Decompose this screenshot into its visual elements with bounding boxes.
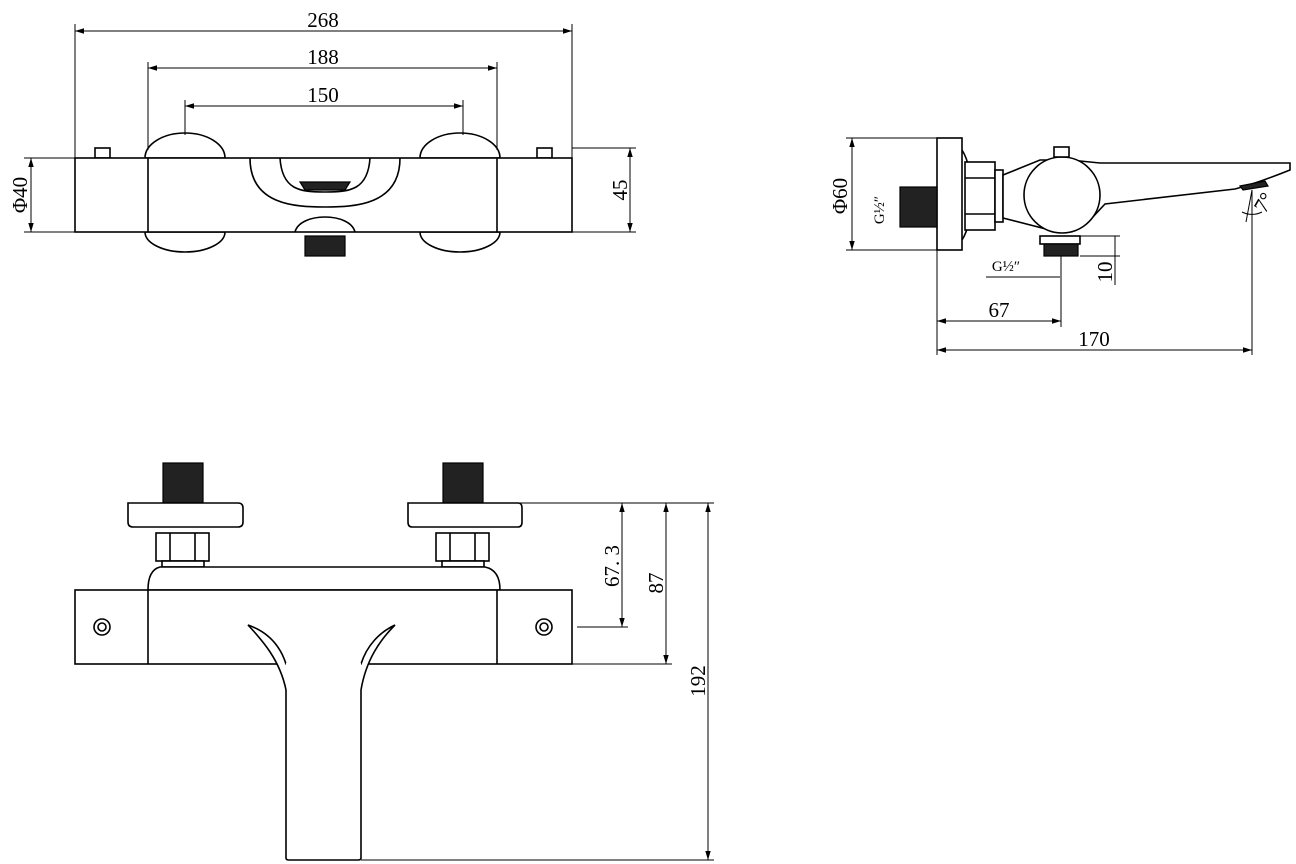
side-outlet-thread [1043,243,1079,257]
front-view: 268 188 150 Φ40 45 [8,8,636,257]
front-outlet-thread [304,235,346,257]
dim-projection: 170 [1078,327,1110,351]
top-left-inlet-thread [162,462,204,504]
dim-body-to-wall: 87 [644,573,668,594]
dim-outlet-offset: 67 [989,298,1010,322]
wall-flange [936,137,963,251]
left-screw-hole [93,618,111,636]
top-right-nut [435,532,490,562]
dim-body-depth: 45 [608,180,632,201]
dim-overall-width: 268 [307,8,339,32]
front-body [74,157,573,233]
dim-outlet-thread: G½″ [992,259,1020,275]
dim-spout-reach: 192 [686,665,710,697]
dim-spout-angle: 7° [1249,188,1279,216]
dim-inlet-thread: G½″ [872,196,888,224]
side-view: Φ60 G½″ G½″ 10 67 170 7° [828,137,1291,355]
right-cap [536,147,553,159]
top-bridge [147,566,501,591]
right-handle-top [419,132,501,159]
left-cap [94,147,111,159]
left-handle-bottom [144,231,226,253]
side-inlet-thread [899,186,938,228]
top-body [74,589,573,665]
side-handle [1023,156,1101,234]
top-right-inlet-thread [442,462,484,504]
dim-outlet-height: 10 [1093,262,1117,283]
center-recess [249,157,401,208]
right-handle-bottom [419,231,501,253]
right-screw-hole [535,618,553,636]
top-left-flange [127,502,244,528]
dim-body-diameter: Φ40 [8,177,32,213]
side-nut [964,161,996,231]
dim-flange-diameter: Φ60 [828,178,852,214]
dim-inlet-centres: 150 [307,83,339,107]
dim-handle-centres: 188 [307,45,339,69]
left-handle-top [144,132,226,159]
top-view: 67. 3 87 192 [74,462,714,861]
top-left-nut [155,532,210,562]
top-right-flange [407,502,523,528]
top-spout [247,624,396,861]
dim-inlet-to-axis: 67. 3 [600,545,624,587]
